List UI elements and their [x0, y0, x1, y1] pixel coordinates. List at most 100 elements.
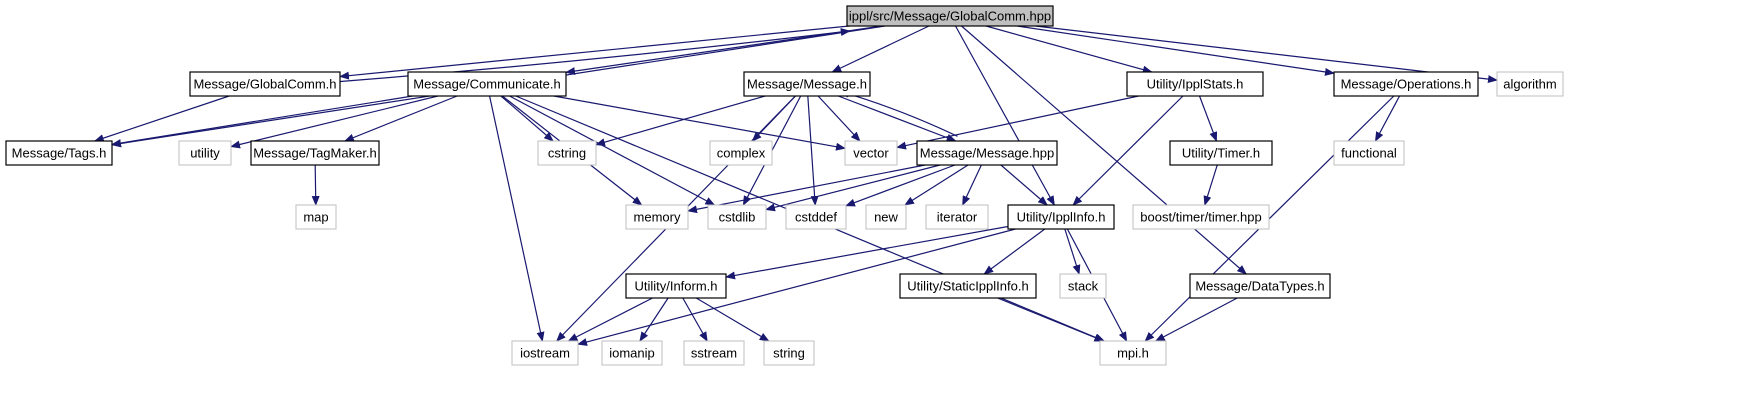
- node-iomanip: iomanip: [601, 340, 663, 366]
- node-memory: memory: [625, 204, 689, 230]
- edge-ipplstats_h-to-ipplinfo_h: [1072, 95, 1184, 206]
- node-new: new: [865, 204, 907, 230]
- node-label: cstring: [548, 146, 586, 161]
- node-box: [189, 71, 341, 97]
- edge-message_hpp-to-ipplinfo_h: [1000, 164, 1048, 206]
- node-vector: vector: [844, 140, 898, 166]
- edge-inform_h-to-iomanip: [639, 297, 669, 342]
- edge-inform_h-to-iostream: [567, 297, 653, 342]
- node-stack: stack: [1059, 273, 1107, 299]
- edge-ipplstats_h-to-timer_h: [1198, 95, 1218, 142]
- edge-message_hpp-to-message_h: [839, 90, 958, 137]
- node-label: Message/Tags.h: [12, 146, 107, 161]
- node-label: memory: [634, 210, 681, 225]
- edge-message_h-to-cstddef: [807, 95, 819, 206]
- node-tagmaker-h[interactable]: Message/TagMaker.h: [250, 140, 380, 166]
- node-box: [683, 340, 745, 366]
- node-label: Message/DataTypes.h: [1195, 279, 1324, 294]
- node-box: [865, 204, 907, 230]
- node-cstdlib: cstdlib: [707, 204, 767, 230]
- edge-root-to-ipplinfo_h: [954, 25, 1055, 206]
- node-cstddef: cstddef: [785, 204, 847, 230]
- node-box: [625, 273, 727, 299]
- node-inform-h[interactable]: Utility/Inform.h: [625, 273, 727, 299]
- node-staticipplinfo-h[interactable]: Utility/StaticIpplInfo.h: [899, 273, 1037, 299]
- node-communicate-h[interactable]: Message/Communicate.h: [407, 71, 567, 97]
- edge-communicate_h-to-tagmaker_h: [343, 95, 458, 142]
- node-root[interactable]: ippl/src/Message/GlobalComm.hpp: [846, 5, 1054, 27]
- node-box: [1333, 140, 1405, 166]
- edge-message_hpp-to-memory: [687, 164, 926, 214]
- edge-tagmaker_h-to-map: [311, 164, 320, 206]
- node-label: Message/Operations.h: [1341, 77, 1472, 92]
- node-timer-h[interactable]: Utility/Timer.h: [1169, 140, 1273, 166]
- node-label: iterator: [937, 210, 978, 225]
- node-box: [1132, 204, 1270, 230]
- node-datatypes-h[interactable]: Message/DataTypes.h: [1189, 273, 1331, 299]
- node-tags-h[interactable]: Message/Tags.h: [5, 140, 113, 166]
- node-box: [709, 140, 773, 166]
- edge-message_hpp-to-iterator: [962, 164, 982, 206]
- node-box: [743, 71, 871, 97]
- node-label: boost/timer/timer.hpp: [1140, 210, 1261, 225]
- node-box: [5, 140, 113, 166]
- node-box: [601, 340, 663, 366]
- node-mpi-h: mpi.h: [1099, 340, 1167, 366]
- node-label: stack: [1068, 279, 1099, 294]
- edge-message_h-to-cstring: [595, 95, 766, 147]
- node-functional: functional: [1333, 140, 1405, 166]
- node-label: utility: [190, 146, 220, 161]
- node-box: [1496, 71, 1564, 97]
- edge-root-to-ipplstats_h: [985, 25, 1153, 74]
- node-label: mpi.h: [1117, 346, 1149, 361]
- node-label: Utility/StaticIpplInfo.h: [907, 279, 1028, 294]
- node-box: [763, 340, 815, 366]
- edge-communicate_h-to-vector: [553, 95, 846, 151]
- node-label: Utility/IpplStats.h: [1147, 77, 1244, 92]
- node-box: [537, 140, 597, 166]
- node-box: [625, 204, 689, 230]
- edge-communicate_h-to-tags_h: [111, 95, 413, 147]
- edge-root-to-globalcomm_h: [339, 25, 850, 80]
- edge-root-to-operations_h: [1016, 25, 1335, 76]
- node-label: string: [773, 346, 805, 361]
- edge-timer_h-to-boosttimer: [1203, 164, 1218, 206]
- node-box: [916, 140, 1058, 166]
- node-iterator: iterator: [925, 204, 989, 230]
- edge-ipplinfo_h-to-staticipplinfo_h: [983, 228, 1046, 275]
- node-ipplinfo-h[interactable]: Utility/IpplInfo.h: [1007, 204, 1115, 230]
- node-label: Utility/Inform.h: [634, 279, 717, 294]
- edge-root-to-communicate_h: [565, 25, 882, 76]
- node-label: Utility/Timer.h: [1182, 146, 1260, 161]
- node-box: [1099, 340, 1167, 366]
- node-label: iomanip: [609, 346, 655, 361]
- node-label: functional: [1341, 146, 1397, 161]
- node-box: [1059, 273, 1107, 299]
- edge-message_h-to-vector: [817, 95, 861, 142]
- edge-inform_h-to-string: [695, 297, 770, 342]
- node-message-h[interactable]: Message/Message.h: [743, 71, 871, 97]
- node-globalcomm-h[interactable]: Message/GlobalComm.h: [189, 71, 341, 97]
- edge-ipplinfo_h-to-stack: [1064, 228, 1081, 275]
- node-message-hpp[interactable]: Message/Message.hpp: [916, 140, 1058, 166]
- node-label: Utility/IpplInfo.h: [1017, 210, 1106, 225]
- node-label: Message/GlobalComm.h: [193, 77, 336, 92]
- node-box: [511, 340, 579, 366]
- node-iostream: iostream: [511, 340, 579, 366]
- node-label: Message/TagMaker.h: [253, 146, 377, 161]
- node-algorithm: algorithm: [1496, 71, 1564, 97]
- edge-operations_h-to-functional: [1374, 95, 1401, 142]
- node-label: new: [874, 210, 898, 225]
- node-ipplstats-h[interactable]: Utility/IpplStats.h: [1126, 71, 1264, 97]
- edge-root-to-message_h: [831, 25, 930, 73]
- edge-staticipplinfo_h-to-mpi_h: [997, 297, 1105, 342]
- edge-message_hpp-to-cstdlib: [765, 164, 941, 212]
- edge-communicate_h-to-cstring: [500, 95, 554, 142]
- node-label: map: [303, 210, 328, 225]
- node-operations-h[interactable]: Message/Operations.h: [1333, 71, 1479, 97]
- node-box: [899, 273, 1037, 299]
- node-box: [785, 204, 847, 230]
- node-box: [1333, 71, 1479, 97]
- node-label: algorithm: [1503, 77, 1556, 92]
- edge-message_h-to-message_hpp: [838, 95, 957, 142]
